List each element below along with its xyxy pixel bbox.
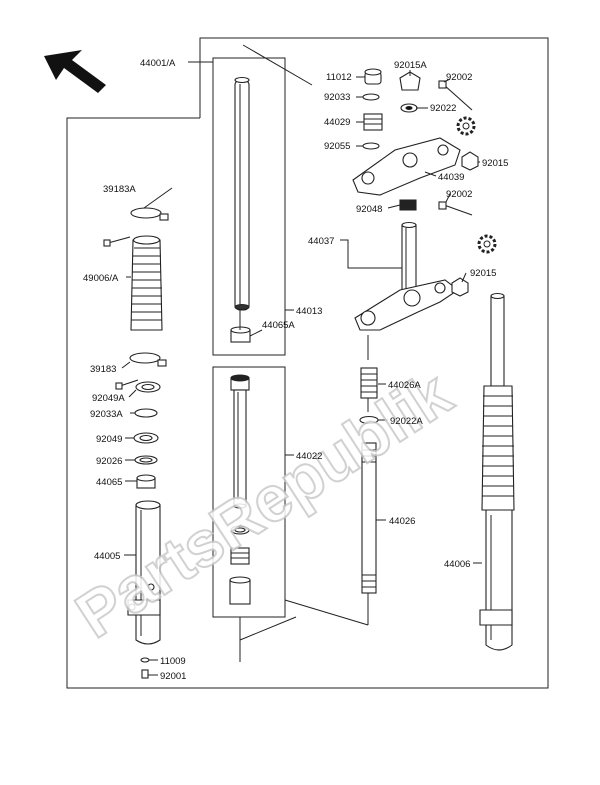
spring-44026 xyxy=(361,442,377,594)
direction-arrow-icon xyxy=(44,50,106,93)
label-44006: 44006 xyxy=(444,559,470,570)
label-44037: 44037 xyxy=(308,236,334,247)
label-44013: 44013 xyxy=(296,306,322,317)
label-92033: 92033 xyxy=(324,92,350,103)
label-92015-lower: 92015 xyxy=(470,268,496,279)
label-92022A: 92022A xyxy=(390,416,423,427)
top-assembly xyxy=(352,68,497,331)
label-39183A: 39183A xyxy=(103,184,136,195)
label-11012: 11012 xyxy=(326,72,352,83)
label-92033A: 92033A xyxy=(90,409,123,420)
label-44022: 44022 xyxy=(296,451,322,462)
label-44005: 44005 xyxy=(94,551,120,562)
left-column-parts xyxy=(103,207,169,679)
label-92048: 92048 xyxy=(356,204,382,215)
label-92026: 92026 xyxy=(96,456,122,467)
damper-box xyxy=(212,366,286,618)
label-44065: 44065 xyxy=(96,477,122,488)
label-92049: 92049 xyxy=(96,434,122,445)
label-39183: 39183 xyxy=(90,364,116,375)
spring-column xyxy=(359,335,379,594)
label-44029: 44029 xyxy=(324,117,350,128)
label-44026A: 44026A xyxy=(388,380,421,391)
inner-tube-44013 xyxy=(234,76,250,311)
label-92055: 92055 xyxy=(324,141,350,152)
label-92002-upper: 92002 xyxy=(446,72,472,83)
frame-lines xyxy=(66,37,549,689)
label-92015-upper: 92015 xyxy=(482,158,508,169)
leader-lines xyxy=(121,61,482,676)
assembled-fork-44006 xyxy=(479,292,515,651)
spring-44026A xyxy=(360,367,378,399)
label-44026: 44026 xyxy=(389,516,415,527)
inner-tube-box xyxy=(212,44,313,356)
label-44039: 44039 xyxy=(438,172,464,183)
label-92022: 92022 xyxy=(430,103,456,114)
label-92015A: 92015A xyxy=(394,60,427,71)
fork-boot-ribs xyxy=(482,395,514,497)
label-92002-lower: 92002 xyxy=(446,189,472,200)
label-92001: 92001 xyxy=(160,671,186,682)
label-44065A: 44065A xyxy=(262,320,295,331)
label-11009: 11009 xyxy=(160,656,186,667)
boot-ribs xyxy=(131,247,162,321)
gear-icon xyxy=(477,234,497,254)
damper-rod-44022 xyxy=(229,374,251,605)
label-44001A: 44001/A xyxy=(140,58,176,69)
gear-icon xyxy=(456,116,476,136)
part-labels: 44001/A 11012 92015A 92002 92033 92022 4… xyxy=(83,58,508,682)
label-49006A: 49006/A xyxy=(83,273,119,284)
label-92049A: 92049A xyxy=(92,393,125,404)
